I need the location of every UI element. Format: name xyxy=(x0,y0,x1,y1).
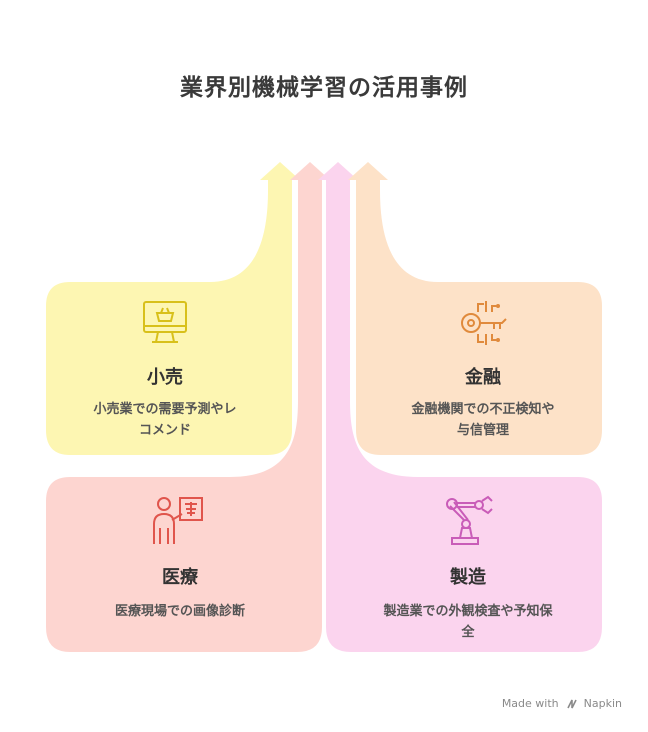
napkin-attribution[interactable]: Made with Napkin xyxy=(502,697,622,710)
manufacturing-description-line2: 全 xyxy=(461,625,475,640)
medical-title: 医療 xyxy=(162,567,198,588)
medical-description-line1: 医療現場での画像診断 xyxy=(114,604,245,619)
manufacturing-description-line1: 製造業での外観検査や予知保 xyxy=(383,604,553,619)
finance-title: 金融 xyxy=(465,367,501,388)
retail-description-line1: 小売業での需要予測やレ xyxy=(93,402,237,417)
manufacturing-title: 製造 xyxy=(450,567,486,588)
manufacturing-card-shape xyxy=(318,162,602,652)
retail-card-shape xyxy=(46,162,300,455)
robot-arm-icon xyxy=(446,495,493,545)
medical-card-shape xyxy=(46,162,330,652)
napkin-brand-label: Napkin xyxy=(583,697,622,710)
retail-description-line2: コメンド xyxy=(138,423,191,438)
doctor-xray-icon xyxy=(153,497,203,544)
digital-key-icon xyxy=(461,301,507,345)
shopping-monitor-icon xyxy=(143,301,187,343)
finance-description-line1: 金融機関での不正検知や xyxy=(411,402,555,417)
page-title: 業界別機械学習の活用事例 xyxy=(180,75,468,101)
made-with-label: Made with xyxy=(501,697,559,710)
napkin-logo-icon xyxy=(567,699,577,709)
finance-description-line2: 与信管理 xyxy=(456,423,509,438)
finance-card-shape xyxy=(348,162,602,455)
retail-title: 小売 xyxy=(147,367,183,388)
